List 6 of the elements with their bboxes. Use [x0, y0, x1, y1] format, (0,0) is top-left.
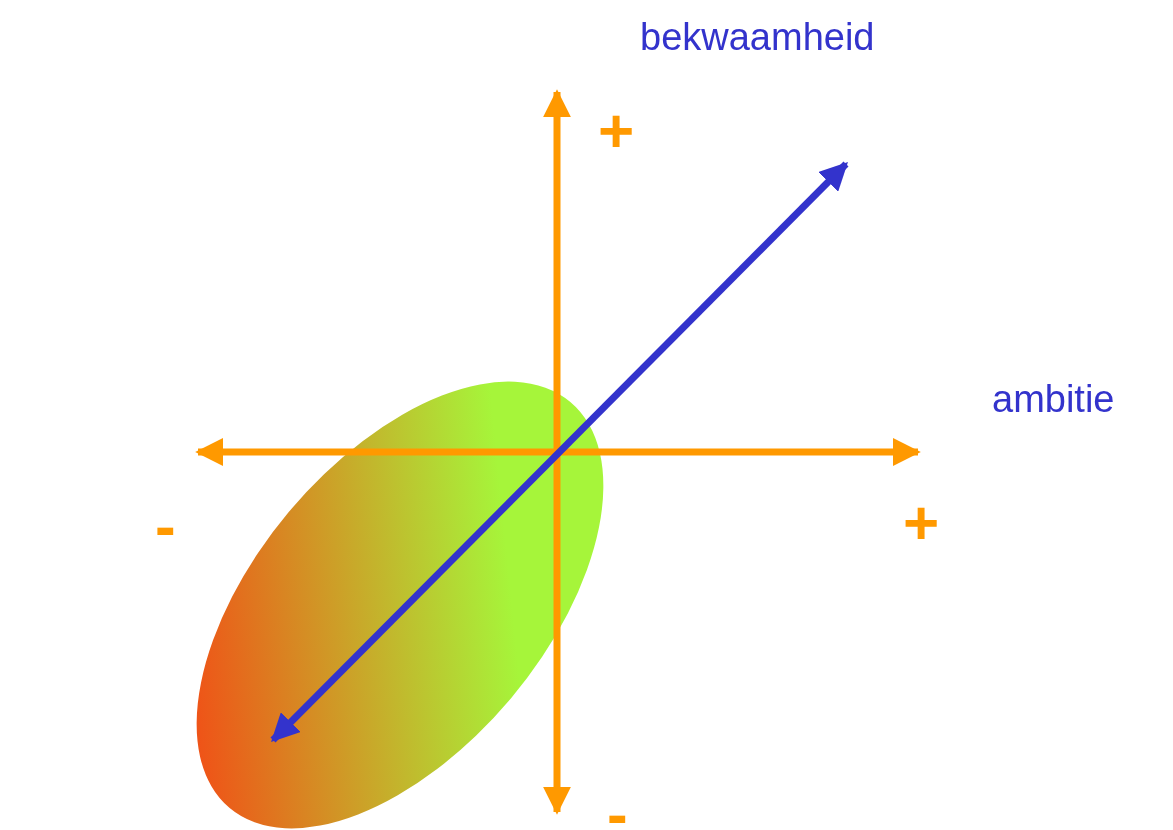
axis-label: ambitie	[992, 380, 1115, 418]
minus-sign: -	[155, 495, 176, 557]
plus-sign: +	[598, 100, 635, 162]
axis-label: bekwaamheid	[640, 18, 875, 56]
plus-sign: +	[903, 492, 940, 554]
minus-sign: -	[607, 783, 628, 830]
